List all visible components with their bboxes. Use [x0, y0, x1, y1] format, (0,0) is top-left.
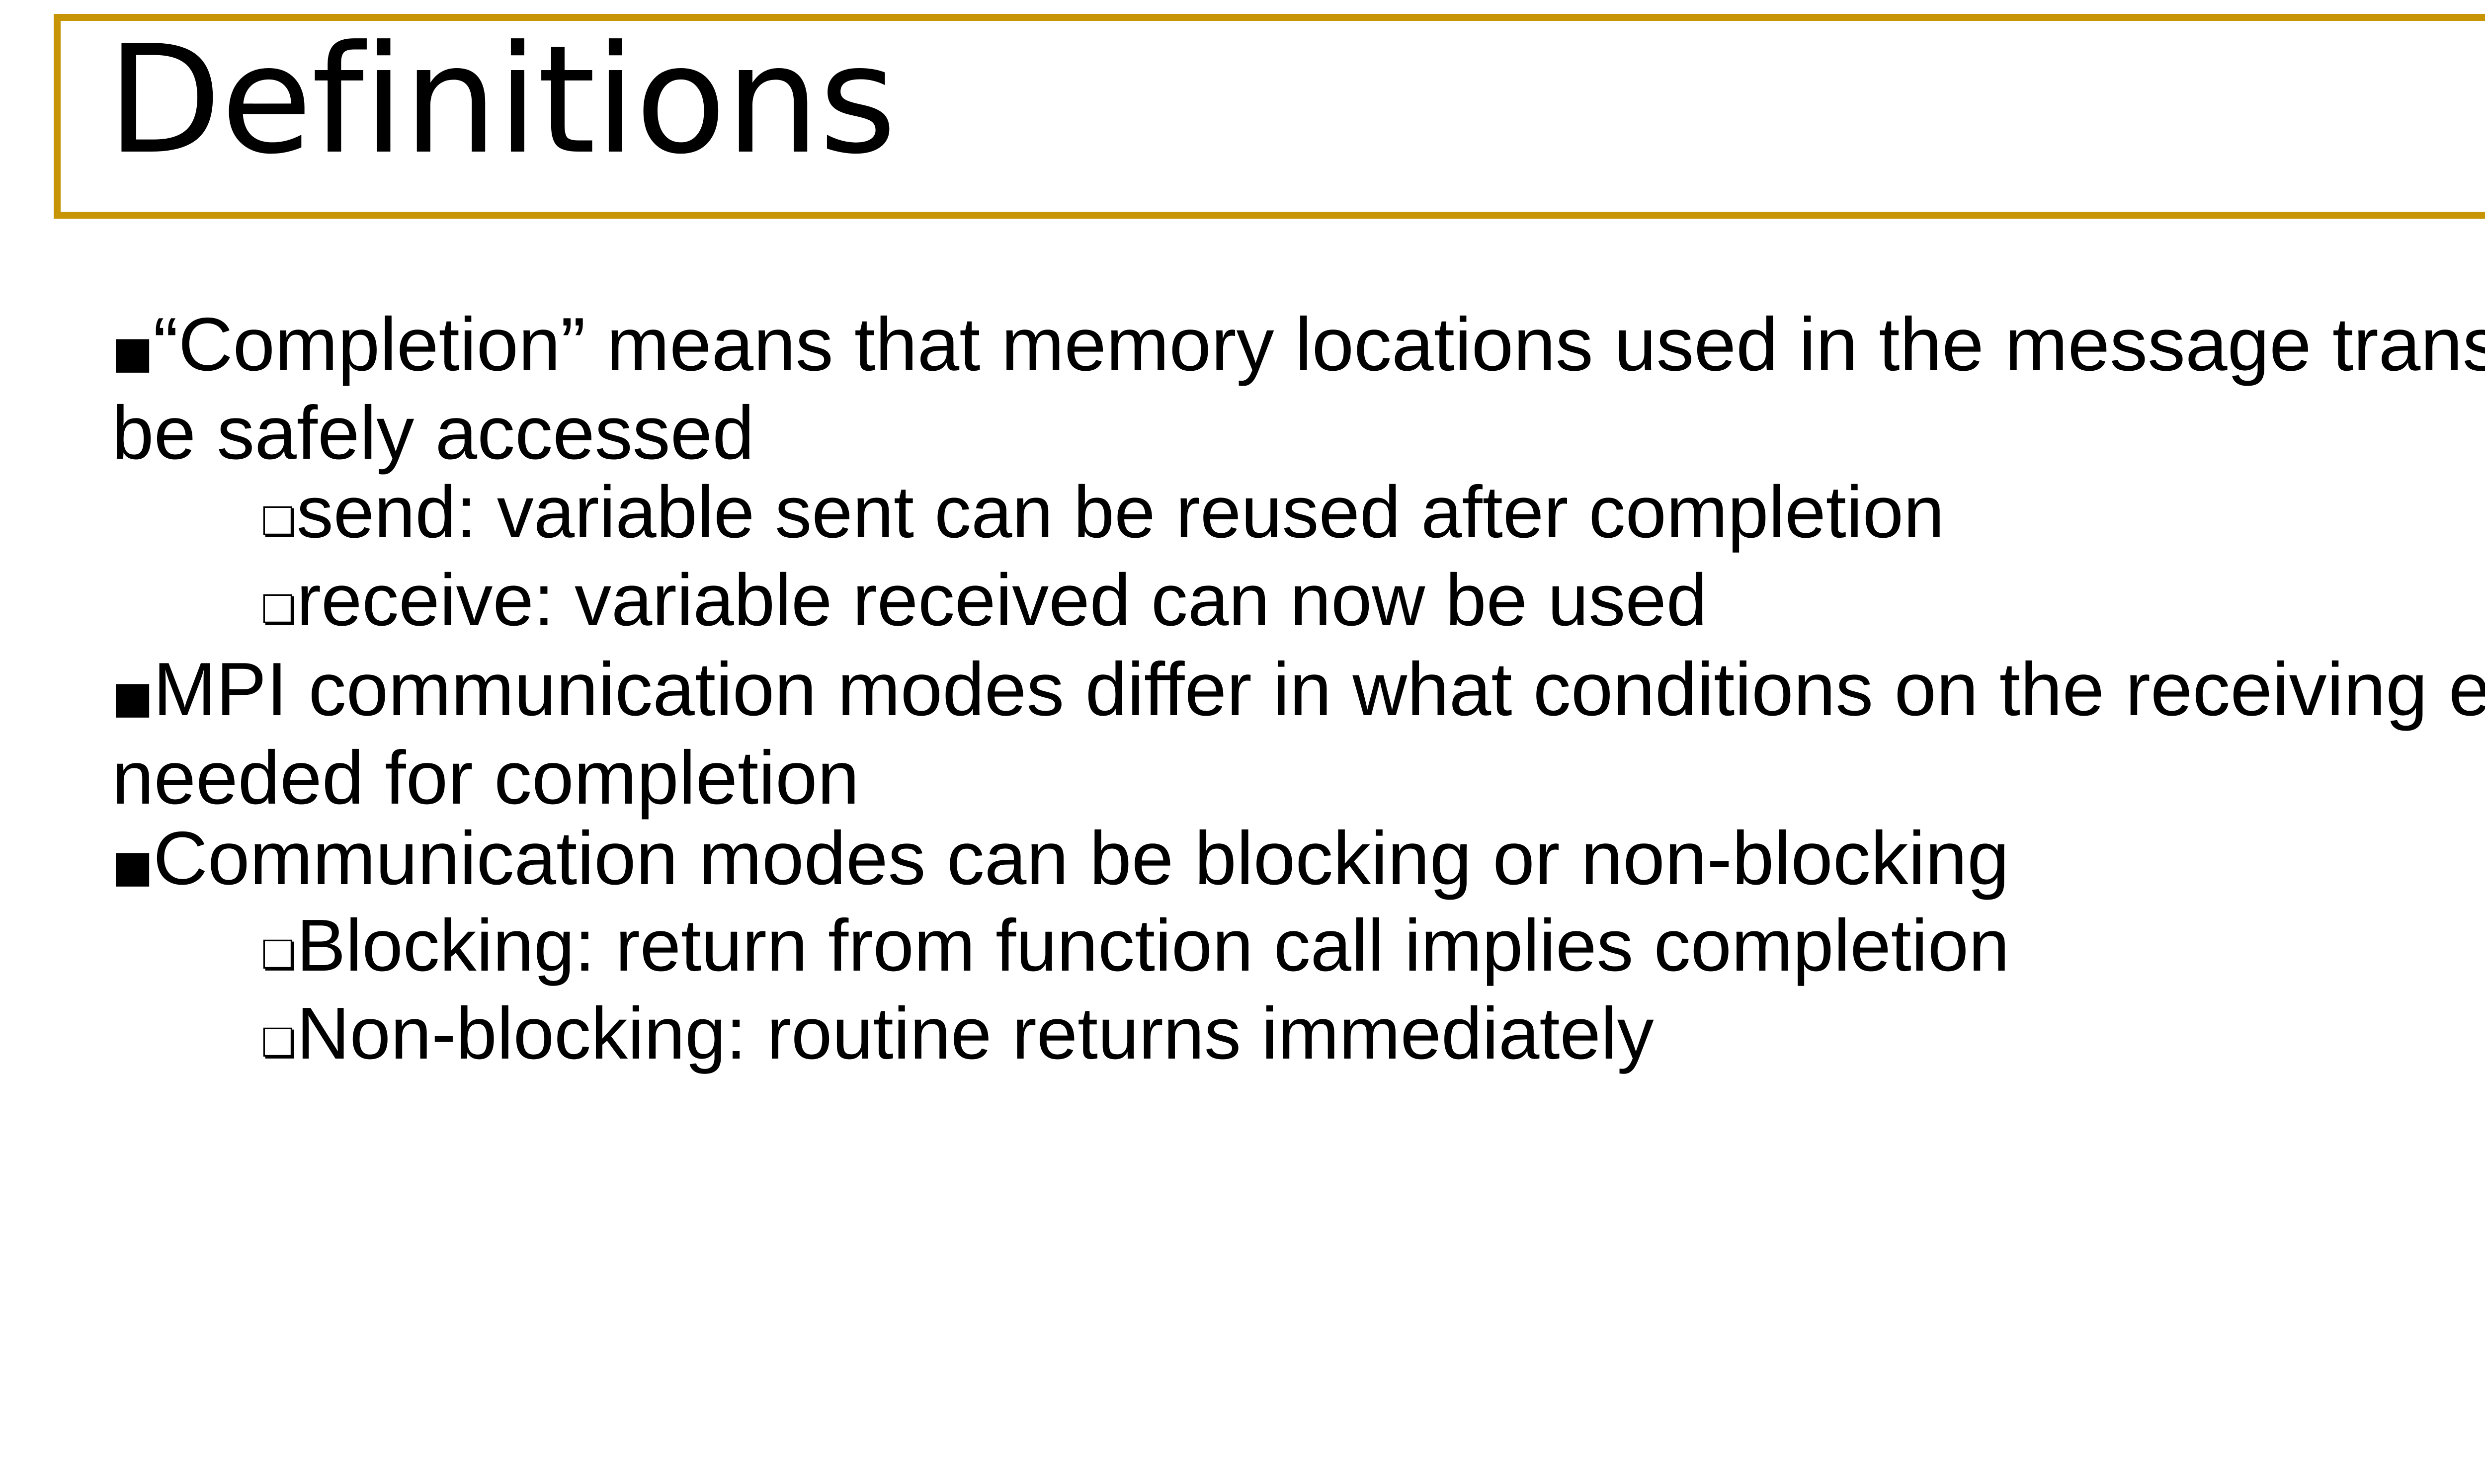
bullet-text: “Completion” means that memory locations… [112, 302, 2485, 475]
hollow-square-bullet-icon: ❏ [261, 498, 297, 545]
page-title: Definitions [107, 13, 897, 187]
bullet-text: MPI communication modes differ in what c… [112, 647, 2485, 820]
filled-square-bullet-icon: ■ [112, 327, 154, 378]
bullet-item: ❏Non-blocking: routine returns immediate… [112, 994, 2485, 1082]
slide-title-frame [54, 14, 2485, 219]
bullet-text: Non-blocking: routine returns immediatel… [296, 992, 1654, 1074]
filled-square-bullet-icon: ■ [112, 671, 154, 723]
bullet-text: Communication modes can be blocking or n… [153, 816, 2009, 901]
bullet-item: ■Communication modes can be blocking or … [112, 818, 2485, 907]
bullet-text: receive: variable received can now be us… [296, 559, 1708, 641]
bullet-item: ❏send: variable sent can be reused after… [112, 473, 2485, 561]
slide-body-content: ■“Completion” means that memory location… [112, 304, 2485, 1082]
bullet-item: ❏Blocking: return from function call imp… [112, 907, 2485, 994]
filled-square-bullet-icon: ■ [112, 840, 154, 892]
hollow-square-bullet-icon: ❏ [261, 586, 297, 633]
bullet-text: Blocking: return from function call impl… [296, 905, 2010, 987]
bullet-text: send: variable sent can be reused after … [296, 471, 1945, 553]
bullet-item: ■“Completion” means that memory location… [112, 304, 2485, 473]
bullet-item: ❏receive: variable received can now be u… [112, 561, 2485, 649]
hollow-square-bullet-icon: ❏ [261, 1020, 297, 1066]
bullet-item: ■MPI communication modes differ in what … [112, 649, 2485, 818]
hollow-square-bullet-icon: ❏ [261, 932, 297, 978]
